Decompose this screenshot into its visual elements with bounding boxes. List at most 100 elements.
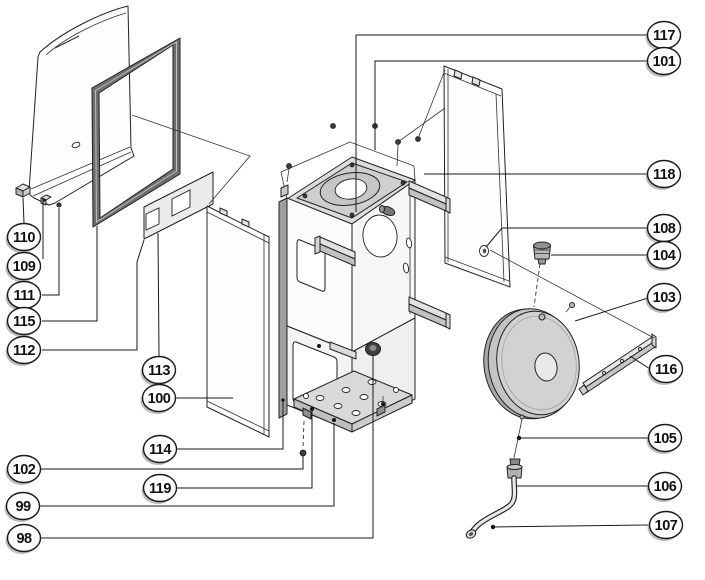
main-chassis (278, 141, 451, 457)
callouts: 117 101 118 108 104 103 116 105 106 107 … (4, 20, 684, 554)
fan-opening (362, 214, 398, 258)
burner-opening (334, 178, 368, 200)
svg-text:111: 111 (13, 288, 35, 304)
support-bracket (578, 333, 657, 396)
svg-text:119: 119 (149, 481, 171, 497)
leader-108 (485, 227, 647, 248)
right-side-panel (443, 65, 511, 288)
leader-107 (492, 524, 649, 528)
callout-118: 118 (645, 159, 682, 190)
svg-text:100: 100 (148, 391, 171, 407)
leader-117 (355, 34, 647, 212)
chassis-left-flange (278, 197, 288, 419)
panel-stud (56, 202, 62, 208)
callout-115: 115 (5, 306, 42, 337)
callout-106: 106 (646, 471, 683, 502)
pump-motor (365, 342, 381, 356)
svg-text:108: 108 (653, 221, 676, 237)
leader-102 (41, 456, 304, 470)
vent-slots-icon (54, 35, 80, 49)
slide-rail-mid-right (408, 296, 451, 330)
svg-text:103: 103 (653, 290, 676, 306)
callout-119: 119 (141, 473, 178, 504)
slide-rail-left (314, 235, 356, 267)
left-side-panel (206, 205, 270, 438)
leader-111 (42, 208, 60, 296)
callout-99: 99 (4, 491, 41, 522)
svg-text:102: 102 (13, 462, 36, 478)
gas-boss (379, 205, 396, 216)
svg-text:106: 106 (654, 479, 677, 495)
label-sticker-small (145, 207, 160, 231)
svg-text:109: 109 (13, 259, 36, 275)
expansion-vessel (483, 302, 580, 420)
fascia-strip (143, 171, 214, 240)
callout-113: 113 (140, 355, 177, 386)
svg-text:105: 105 (654, 431, 677, 447)
svg-text:101: 101 (653, 54, 676, 70)
callout-108: 108 (645, 213, 682, 244)
leader-116 (629, 355, 651, 370)
svg-text:104: 104 (653, 248, 676, 264)
leader-114 (177, 401, 284, 450)
fixing-screw-a (286, 163, 292, 169)
leader-119 (177, 411, 313, 489)
sight-hole (71, 141, 81, 149)
callout-107: 107 (647, 510, 684, 541)
leader-112 (42, 239, 145, 351)
leader-98 (41, 356, 374, 539)
svg-text:118: 118 (653, 167, 675, 183)
callout-112: 112 (5, 335, 42, 366)
callout-98: 98 (5, 523, 42, 554)
pipe-union-nut (506, 464, 523, 479)
svg-text:99: 99 (15, 499, 31, 515)
callout-100: 100 (140, 383, 177, 414)
callout-110: 110 (5, 222, 42, 253)
panel-grommet (479, 245, 489, 257)
callout-117: 117 (645, 20, 682, 51)
base-tray (293, 370, 413, 433)
svg-text:98: 98 (16, 531, 32, 547)
vessel-valve-cap (533, 241, 551, 308)
svg-text:110: 110 (13, 230, 35, 246)
leader-101 (374, 60, 647, 150)
callout-101: 101 (645, 46, 682, 77)
callout-111: 111 (5, 280, 42, 311)
callout-109: 109 (5, 251, 42, 282)
front-panel (28, 5, 135, 206)
drain-pipe (465, 418, 523, 539)
leader-113 (157, 232, 160, 357)
svg-text:116: 116 (655, 362, 677, 378)
svg-text:112: 112 (13, 343, 35, 359)
leader-lines (22, 34, 651, 539)
leader-110 (22, 197, 25, 224)
callout-104: 104 (645, 240, 682, 271)
rear-rim (280, 141, 415, 173)
leader-115 (42, 226, 98, 322)
leader-103 (574, 297, 649, 322)
shelf-bracket (329, 341, 357, 360)
fixing-screw-b (330, 123, 336, 129)
fixing-screw-e (415, 136, 421, 142)
svg-text:114: 114 (149, 442, 171, 458)
callout-105: 105 (646, 423, 683, 454)
panel-clip-1 (15, 183, 31, 198)
callout-116: 116 (647, 354, 684, 385)
chassis-lid (286, 156, 416, 225)
callout-114: 114 (141, 434, 178, 465)
vessel-hub (534, 352, 558, 382)
tray-screw (299, 449, 307, 457)
svg-text:107: 107 (655, 518, 678, 534)
svg-text:115: 115 (13, 314, 35, 330)
callout-103: 103 (645, 282, 682, 313)
charge-valve-nub (538, 313, 546, 321)
slide-rail-top-right (408, 180, 451, 214)
assembly-guide-lines (131, 69, 655, 339)
leader-99 (40, 423, 335, 507)
svg-text:117: 117 (653, 28, 675, 44)
gasket-frame (91, 37, 181, 228)
label-sticker-large (171, 189, 191, 217)
svg-text:113: 113 (148, 363, 170, 379)
